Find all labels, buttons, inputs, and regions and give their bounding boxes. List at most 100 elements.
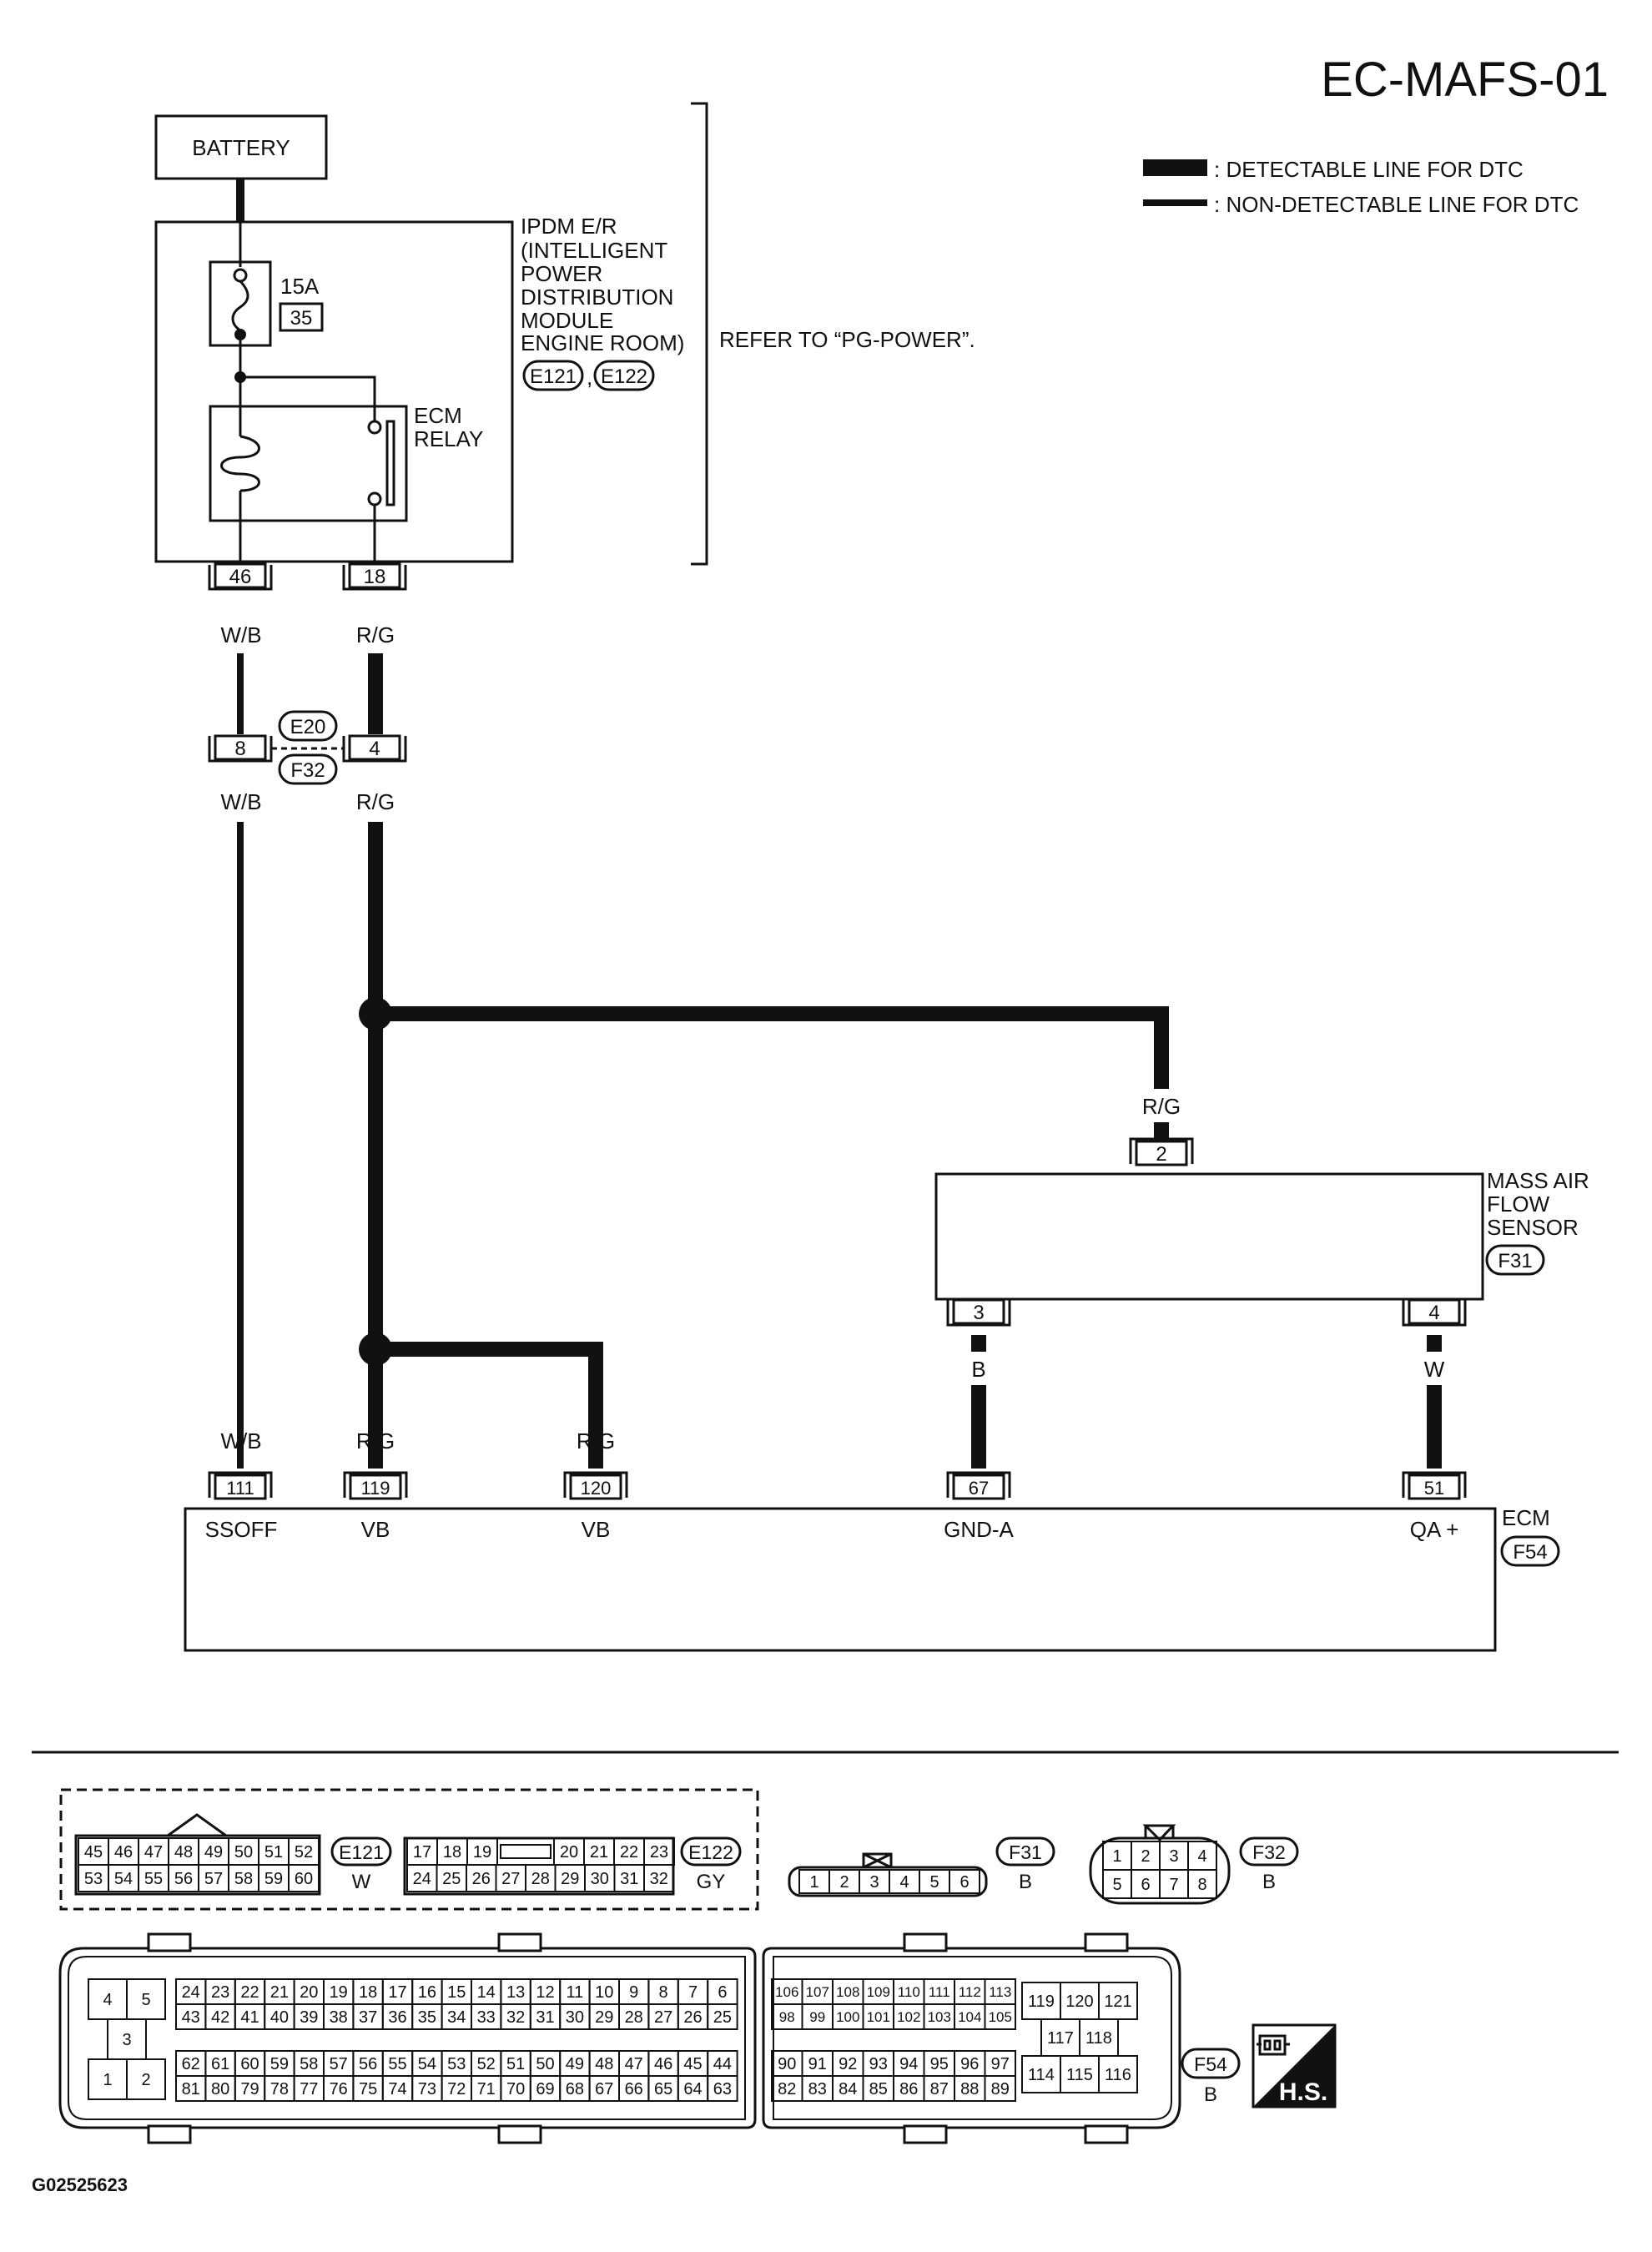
f32-pin-4-label: 4 xyxy=(1197,1847,1206,1866)
e121-pin-56-label: 56 xyxy=(174,1870,193,1888)
joint-conn-f32-box xyxy=(278,753,338,785)
f32-pin-6-label: 6 xyxy=(1141,1876,1150,1894)
f54-pin-115-label: 115 xyxy=(1066,2066,1093,2084)
e121-color: W xyxy=(352,1871,371,1893)
f31-pin-3-label: 3 xyxy=(869,1873,879,1892)
ipdm-wire-b xyxy=(240,375,376,421)
ipdm-label-4: DISTRIBUTION xyxy=(521,285,673,310)
f54-pin-69-label: 69 xyxy=(536,2080,554,2098)
f54-pin-21-label: 21 xyxy=(270,1983,289,2002)
f32-pin-8-label: 8 xyxy=(1197,1876,1206,1894)
f54-pin-36-label: 36 xyxy=(388,2008,406,2027)
f31-id-box xyxy=(995,1836,1055,1867)
f54-pin-25-label: 25 xyxy=(713,2008,732,2027)
wire-rg-to-120 xyxy=(375,1342,603,1469)
f54-pin-49-label: 49 xyxy=(566,2055,584,2073)
ecm-terminal-qa: QA + xyxy=(1410,1517,1459,1542)
e122-pin-26-label: 26 xyxy=(472,1870,491,1888)
wire-rg-to-maf xyxy=(375,1006,1169,1089)
e122-pin-29-label: 29 xyxy=(561,1870,579,1888)
e121-pin-47-label: 47 xyxy=(144,1843,163,1862)
f32-pin-5-label: 5 xyxy=(1112,1876,1121,1894)
joint-pin-8-box xyxy=(214,734,267,761)
f54-pin-5-label: 5 xyxy=(141,1991,150,2009)
f54-pin-112-label: 112 xyxy=(959,1984,981,2000)
fuse-number: 35 xyxy=(290,307,313,330)
f54-housing-left xyxy=(58,1947,757,2129)
e121-id: E121 xyxy=(339,1841,384,1863)
ipdm-pin-46-box xyxy=(214,562,267,589)
f54-housing-right xyxy=(762,1947,1181,2129)
ecm-pin-51: 51 xyxy=(1402,1471,1467,1500)
f54-pin-94-label: 94 xyxy=(899,2055,918,2073)
f54-pin-114-label: 114 xyxy=(1028,2066,1055,2084)
f54-pin-109-label: 109 xyxy=(867,1984,890,2000)
f54-pin-18-label: 18 xyxy=(359,1983,377,2002)
f54-tab-3 xyxy=(903,1932,948,1952)
ecm: 111 119 120 67 51 SSOFF VB VB GND-A QA +… xyxy=(184,1471,1560,1652)
f54-pin-15-label: 15 xyxy=(447,1983,466,2002)
ipdm-pin-18-bracket xyxy=(342,565,407,591)
f54-pin-4-label: 4 xyxy=(103,1991,112,2009)
f54-pin-10-label: 10 xyxy=(595,1983,613,2002)
f31-pin-4-label: 4 xyxy=(899,1873,909,1892)
f54-pin-9-label: 9 xyxy=(629,1983,638,2002)
f32-pin-2-label: 2 xyxy=(1141,1847,1150,1866)
ipdm-conn-comma: , xyxy=(587,365,592,390)
e122-pin-17-label: 17 xyxy=(413,1843,431,1862)
f54-pin-62-label: 62 xyxy=(182,2055,200,2073)
f54-pin-2-label: 2 xyxy=(141,2071,150,2089)
ipdm-pin-18: 18 xyxy=(342,562,407,591)
maf-pin-4-label: 4 xyxy=(1428,1302,1439,1324)
f54-pin-57-label: 57 xyxy=(330,2055,348,2073)
f54-pin-78-label: 78 xyxy=(270,2080,289,2098)
f54-pin-105-label: 105 xyxy=(989,2009,1012,2025)
ipdm-label-5: MODULE xyxy=(521,308,613,333)
f31-key xyxy=(862,1852,893,1869)
relay-coil-icon xyxy=(220,435,260,492)
e122-pin-21-label: 21 xyxy=(590,1843,608,1862)
f54-pin-85-label: 85 xyxy=(869,2080,888,2098)
f54-pin-96-label: 96 xyxy=(960,2055,979,2073)
e121-pin-51-label: 51 xyxy=(264,1843,283,1862)
f54-pin-68-label: 68 xyxy=(566,2080,584,2098)
f54-pin-38-label: 38 xyxy=(330,2008,348,2027)
joint-pin-8-label: 8 xyxy=(234,738,245,760)
wire-rg-label-1: R/G xyxy=(356,622,395,647)
ipdm-bracket xyxy=(691,102,708,566)
f54-pin-103-label: 103 xyxy=(928,2009,951,2025)
relay-box xyxy=(209,405,408,522)
e122-pin-32-cell xyxy=(643,1864,675,1892)
f54-pin-22-label: 22 xyxy=(240,1983,259,2002)
maf-conn: F31 xyxy=(1498,1250,1532,1272)
f54-pin-121-label: 121 xyxy=(1104,1993,1131,2011)
hs-badge-label: H.S. xyxy=(1279,2078,1327,2106)
ecm-terminal-vb-2: VB xyxy=(582,1517,611,1542)
f54-pin-65-label: 65 xyxy=(654,2080,672,2098)
f31-pin-6-cell xyxy=(949,1869,980,1894)
fuse-rating: 15A xyxy=(280,274,320,299)
f54-pin-34-label: 34 xyxy=(447,2008,466,2027)
ipdm-label-6: ENGINE ROOM) xyxy=(521,330,684,355)
f54-pin-43-label: 43 xyxy=(182,2008,200,2027)
maf-pin-2-bracket xyxy=(1129,1137,1194,1164)
wire-rg-label-maf: R/G xyxy=(1142,1094,1181,1119)
maf-pin-3-bracket xyxy=(946,1300,1011,1327)
f54-pin-6-label: 6 xyxy=(718,1983,727,2002)
f54-pin-64-label: 64 xyxy=(683,2080,702,2098)
f54-pin-108-label: 108 xyxy=(836,1984,859,2000)
f54-pin-45-label: 45 xyxy=(683,2055,702,2073)
f54-pin-93-label: 93 xyxy=(869,2055,888,2073)
f54-pin-40-label: 40 xyxy=(270,2008,289,2027)
joint-pin-4-box xyxy=(348,734,401,761)
maf-pin-3-box xyxy=(952,1298,1005,1325)
maf-sensor: 2 MASS AIR FLOW SENSOR F31 3 4 xyxy=(934,1137,1589,1327)
f32-pin-7-label: 7 xyxy=(1169,1876,1178,1894)
f54-pin-83-label: 83 xyxy=(808,2080,827,2098)
